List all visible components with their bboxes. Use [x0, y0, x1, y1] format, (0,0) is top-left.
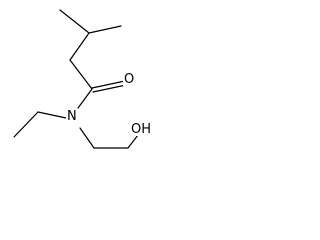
- carbonyl-oxygen-label: O: [123, 72, 136, 87]
- bond-ethyl-methyl: [13, 111, 39, 138]
- bond-ch2-to-carbonyl: [69, 59, 93, 90]
- bond-methyl-left: [59, 9, 90, 34]
- bond-ch2-hydroxyl: [127, 134, 139, 149]
- hydroxyl-label: OH: [130, 122, 153, 137]
- bond-carbonyl-double-b: [92, 84, 127, 93]
- skeletal-structure: [13, 9, 139, 149]
- nitrogen-label: N: [66, 109, 78, 124]
- bond-nitrogen-ethyl: [37, 111, 67, 119]
- bond-methyl-right: [88, 25, 122, 34]
- bond-branch-down: [69, 32, 90, 61]
- bond-carbonyl-nitrogen: [77, 88, 93, 109]
- bond-carbonyl-double-a: [91, 80, 126, 89]
- structure-canvas: O N OH: [0, 0, 161, 180]
- bond-nitrogen-ch2: [79, 127, 95, 149]
